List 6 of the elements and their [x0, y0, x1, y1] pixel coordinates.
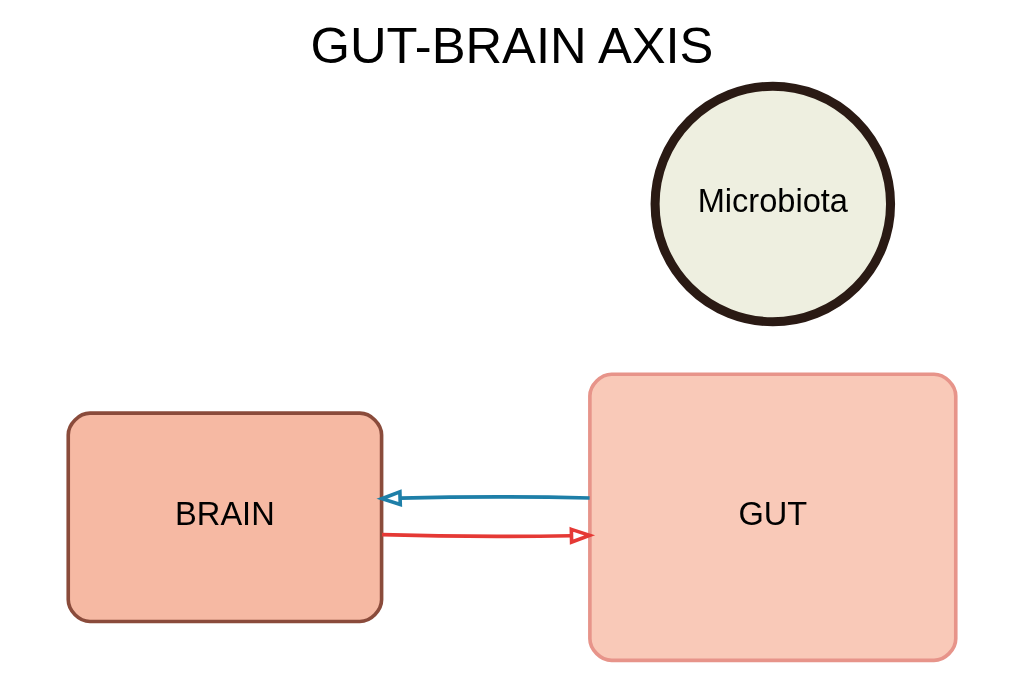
node-circle: Microbiota	[650, 81, 896, 327]
node-box: BRAIN	[66, 411, 384, 624]
diagram-title: GUT-BRAIN AXIS	[310, 17, 714, 75]
arrow	[381, 526, 596, 545]
arrow	[376, 489, 590, 508]
node-box: GUT	[588, 372, 958, 663]
